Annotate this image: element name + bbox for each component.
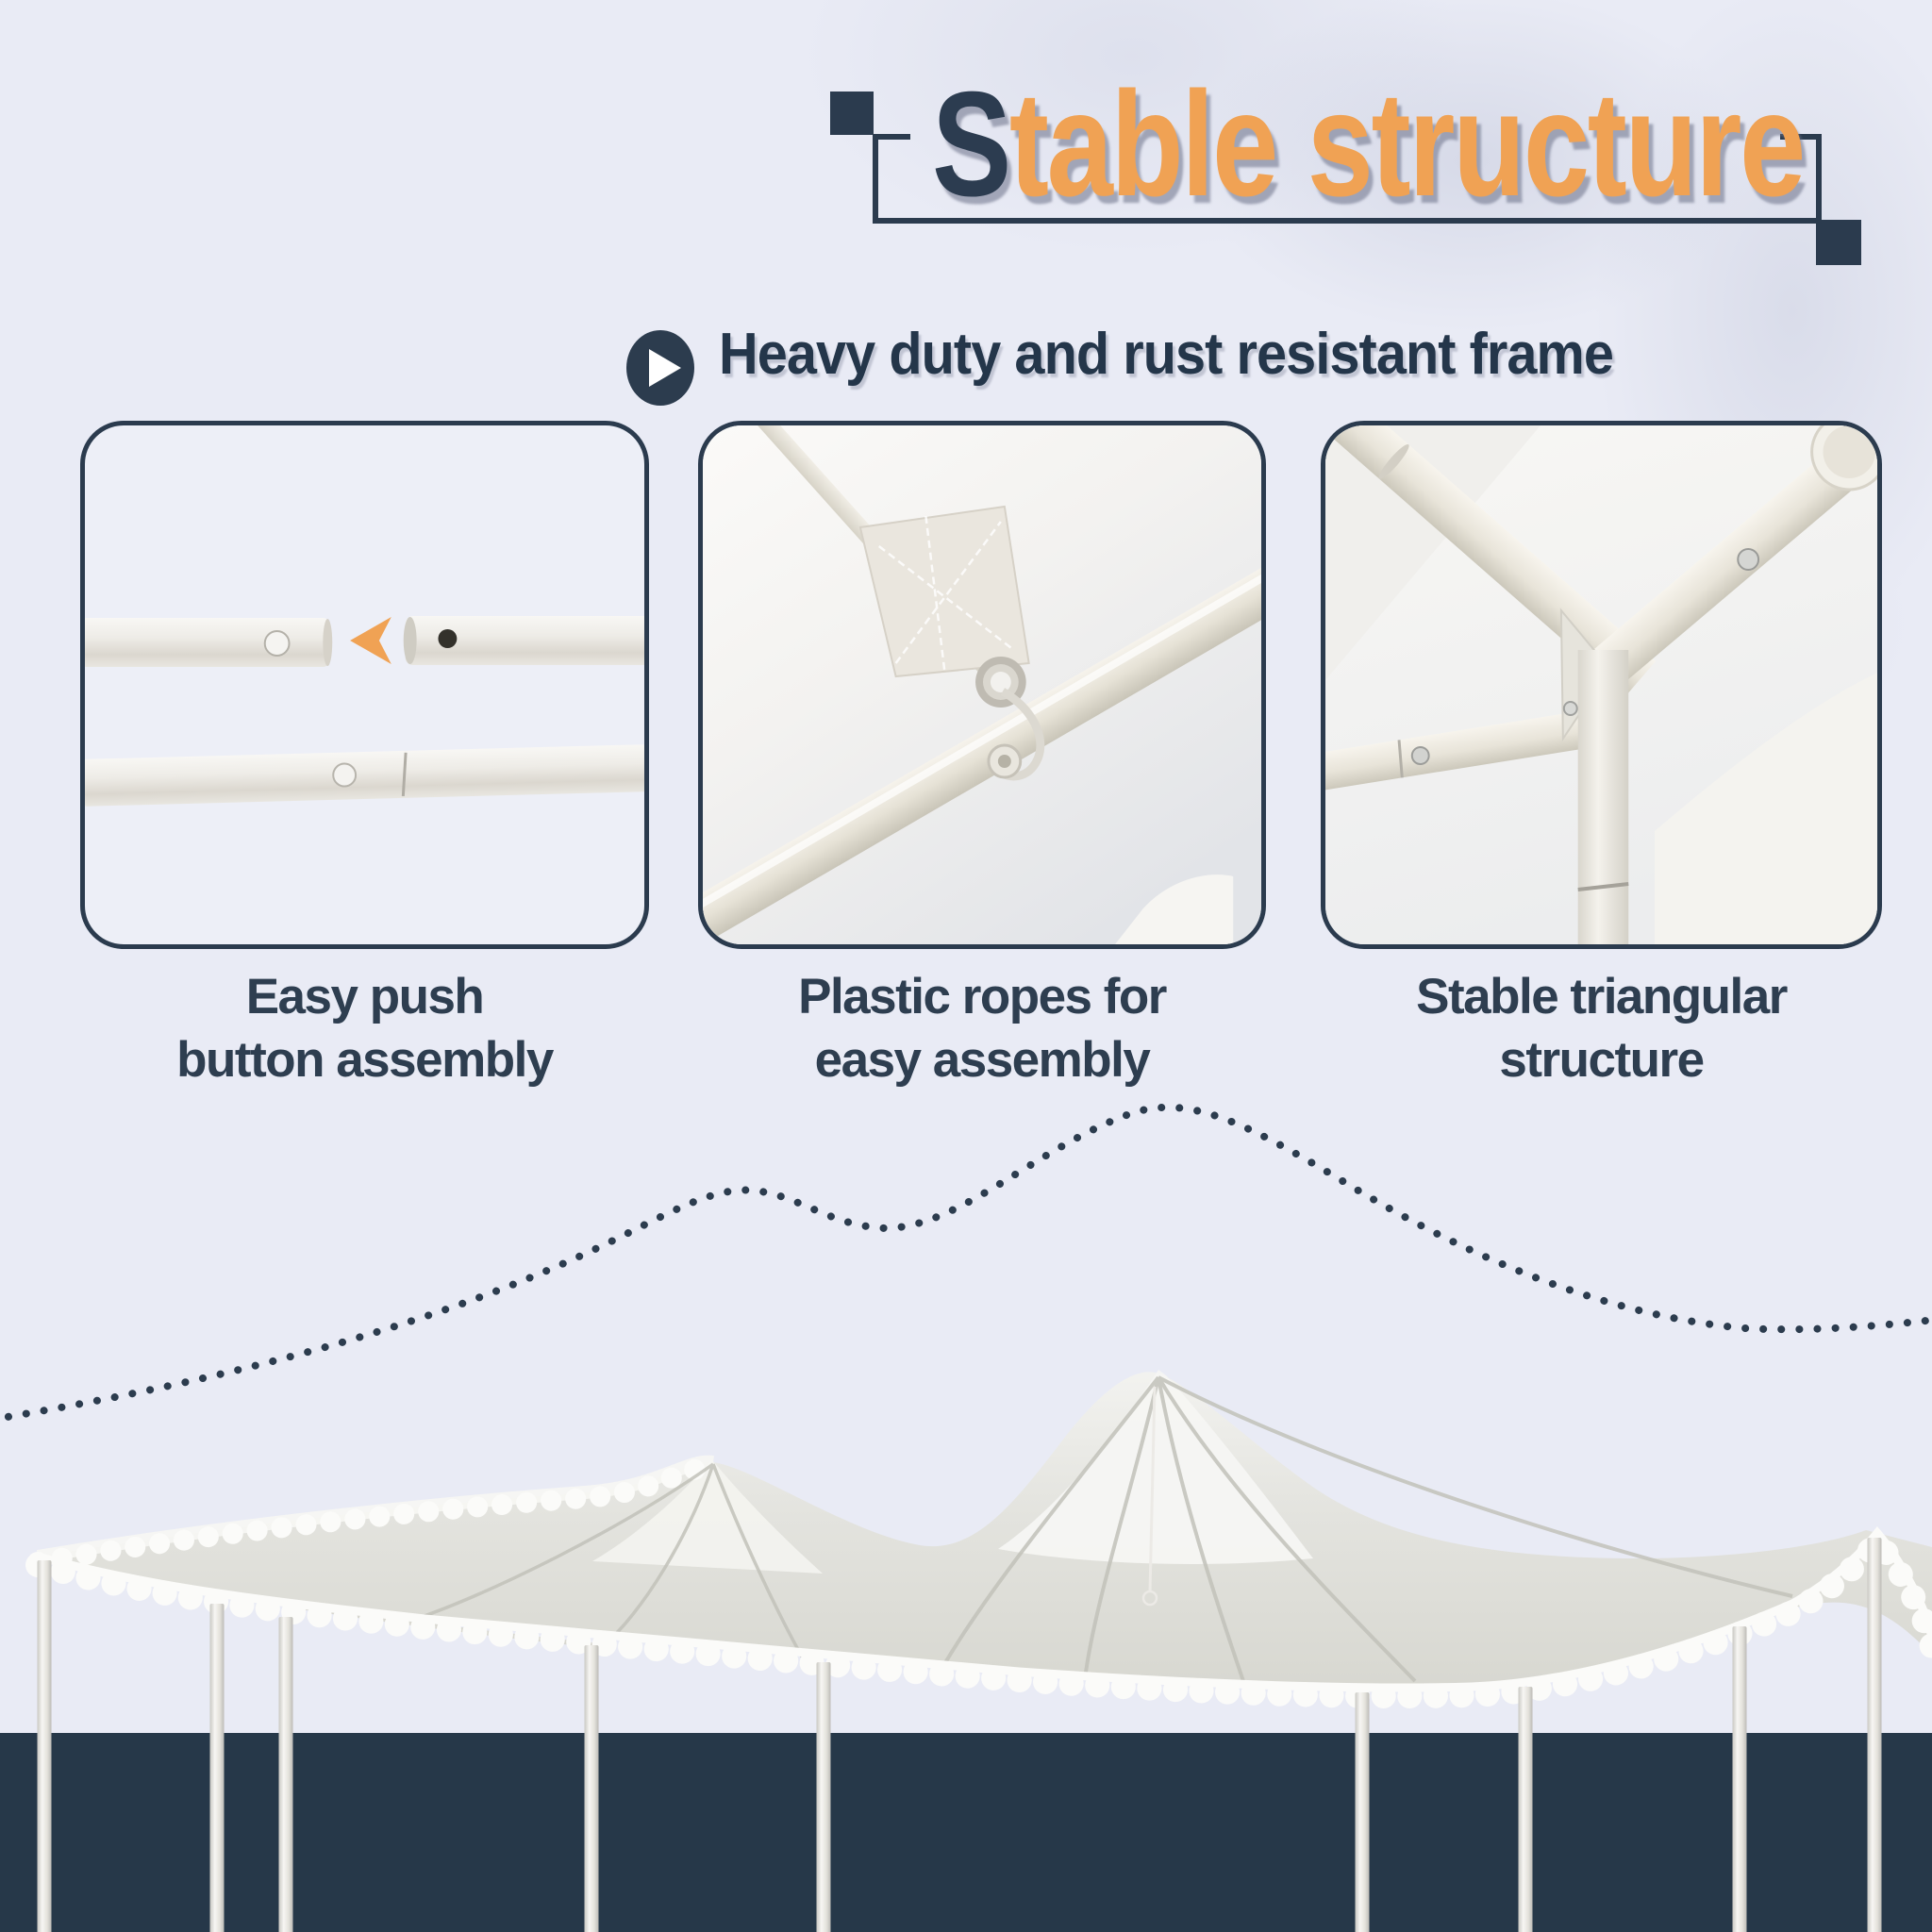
tent-illustration [0, 1103, 1932, 1932]
feature-panel-triangular-structure [1321, 421, 1882, 949]
title-bracket-tick-left [873, 134, 910, 140]
triangular-frame-joint-photo [1325, 425, 1877, 944]
footer-band [0, 1733, 1932, 1932]
panel-caption-triangular: Stable triangular structure [1321, 966, 1882, 1092]
caption-line: Plastic ropes for [798, 969, 1167, 1024]
tent-pole [1518, 1687, 1533, 1932]
tent-pole [1732, 1626, 1747, 1932]
caption-line: easy assembly [814, 1031, 1151, 1088]
panel-caption-easy-push: Easy push button assembly [80, 966, 649, 1092]
tent-pole [278, 1617, 293, 1932]
hanging-rope [1148, 1386, 1157, 1593]
tent-pole [1867, 1538, 1882, 1932]
top-pole-left-segment [85, 618, 333, 667]
title-rest-text: table structure [1008, 61, 1806, 227]
frame-pole [703, 558, 1261, 944]
title-bracket-vline-left [873, 134, 878, 224]
tent-pole [584, 1645, 599, 1932]
bolt [1737, 548, 1760, 571]
main-peak-highlight [998, 1370, 1313, 1564]
subtitle: Heavy duty and rust resistant frame [719, 322, 1614, 387]
bolt [1562, 701, 1578, 716]
canopy-fabric-notch [1115, 874, 1234, 944]
caption-line: Stable triangular [1416, 969, 1788, 1024]
caption-line: Easy push [245, 969, 485, 1024]
button-hole [438, 629, 458, 648]
pole-top-left [1325, 425, 1657, 696]
orange-arrow-icon [350, 617, 391, 664]
fabric-tab [858, 505, 1030, 678]
pole-left-horizontal [1325, 709, 1594, 791]
bottom-pole-joined [85, 744, 644, 807]
title-underline [873, 218, 1822, 224]
tent-canopy [38, 1370, 1932, 1696]
title-bracket-vline-right [1816, 134, 1822, 224]
top-pole-right-segment [403, 616, 644, 665]
panel-caption-plastic-ropes: Plastic ropes for easy assembly [698, 966, 1266, 1092]
plastic-tie [987, 688, 1045, 781]
push-button [263, 630, 291, 657]
caption-line: structure [1499, 1031, 1705, 1088]
title-lead-letter: S [932, 61, 1011, 227]
push-button-pole-joint-photo [85, 616, 644, 807]
title-bracket-tick-right [1780, 134, 1822, 140]
page-title: Stable structure [932, 70, 1806, 219]
title-bracket-square-left [830, 92, 874, 135]
small-peak-highlight [592, 1460, 823, 1574]
feature-panel-plastic-ropes [698, 421, 1266, 949]
bolt [1410, 746, 1430, 766]
tent-pole [1355, 1692, 1370, 1932]
canopy-fabric-wedge [1655, 673, 1877, 944]
tent-pole [816, 1662, 831, 1932]
dotted-wave [0, 1103, 1932, 1423]
tent-poles [37, 1538, 1882, 1932]
fabric-shade [1325, 425, 1541, 680]
title-bracket-square-right [1816, 220, 1861, 265]
pole-vertical [1577, 650, 1629, 944]
tent-pole [209, 1604, 225, 1932]
pole-end-cap [1810, 425, 1877, 491]
tent-pole [37, 1560, 52, 1932]
feature-panel-easy-push-button [80, 421, 649, 949]
caption-line: button assembly [176, 1031, 554, 1088]
plastic-rope-grommet-photo [703, 425, 1261, 944]
canopy-seams [405, 1375, 1793, 1688]
play-arrow-icon [625, 329, 695, 407]
push-button [332, 762, 358, 788]
